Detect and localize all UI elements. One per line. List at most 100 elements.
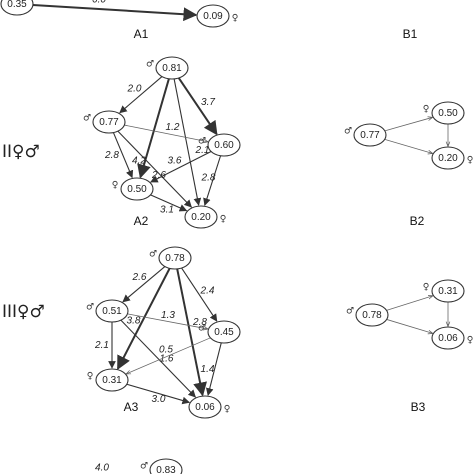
edge-A1-a-b bbox=[32, 3, 198, 22]
row-label-III: III♀♂ bbox=[2, 302, 45, 322]
node-ellipse bbox=[196, 4, 230, 28]
node-value: 0.50 bbox=[127, 184, 147, 195]
node-B3-q3: 0.06♀ bbox=[431, 326, 473, 350]
node-ellipse bbox=[431, 279, 465, 303]
edge-label-A3-p3-p5: 1.4 bbox=[201, 364, 215, 375]
panel-label-A2: A2 bbox=[134, 214, 149, 228]
panel-label-A3: A3 bbox=[124, 400, 139, 414]
node-B3-q2: 0.31♀ bbox=[423, 279, 465, 303]
node-value: 0.77 bbox=[360, 130, 380, 141]
edge-label-A2-n3-n4: 3.6 bbox=[168, 156, 182, 167]
node-value: 0.50 bbox=[438, 108, 458, 119]
node-value: 0.20 bbox=[438, 153, 458, 164]
panel-label-B2: B2 bbox=[410, 214, 425, 228]
node-ellipse bbox=[353, 123, 387, 147]
male-symbol-icon: ♂ bbox=[346, 307, 354, 317]
edge-label-A2-n4-n5: 3.1 bbox=[160, 205, 174, 216]
node-value: 0.06 bbox=[438, 333, 458, 344]
node-A4-r1: 0.83 ♂ bbox=[140, 458, 183, 474]
edge-label-A3-p2-p4: 2.1 bbox=[94, 340, 109, 351]
edge-label-A2-n1-n3: 3.7 bbox=[201, 97, 215, 108]
male-symbol-icon: ♂ bbox=[140, 462, 148, 472]
edge-B2-m1-m3 bbox=[384, 138, 433, 153]
edge-A2-n2-n4 bbox=[112, 132, 134, 179]
node-ellipse bbox=[158, 246, 192, 270]
node-A3-p2: 0.51 ♂ bbox=[86, 299, 129, 323]
edge-A2-n1-n5 bbox=[173, 78, 202, 206]
node-A3-p4: 0.31 ♀ bbox=[87, 368, 129, 392]
node-value: 0.45 bbox=[214, 327, 234, 338]
node-A2-n5: 0.20 ♀ bbox=[184, 205, 227, 229]
edge-label-A3-p3-p4: 0.5 bbox=[159, 345, 173, 356]
node-B2-m1: 0.77 ♂ bbox=[344, 123, 387, 147]
node-ellipse bbox=[431, 101, 465, 125]
node-ellipse bbox=[431, 146, 465, 170]
node-ellipse bbox=[149, 458, 183, 474]
edge-A2-n2-n5 bbox=[117, 130, 192, 208]
node-ellipse bbox=[207, 133, 241, 157]
edge-label-A3-p1-p3: 2.4 bbox=[200, 286, 215, 297]
node-value: 0.78 bbox=[165, 253, 185, 264]
node-value: 0.35 bbox=[7, 0, 27, 10]
node-value: 0.78 bbox=[362, 310, 382, 321]
male-symbol-icon: ♂ bbox=[83, 114, 91, 124]
node-A1-b: 0.09 ♀ bbox=[196, 4, 239, 28]
female-symbol-icon: ♀ bbox=[220, 215, 227, 225]
edge-label-A2-n3-n5: 2.8 bbox=[201, 173, 216, 184]
edge-label-A3-p2-p5: 1.6 bbox=[160, 354, 174, 365]
edge-label-A2-n2-n4: 2.8 bbox=[104, 150, 119, 161]
edge-A3-p1-p3 bbox=[181, 267, 218, 322]
edge-A3-p4-p5 bbox=[126, 383, 191, 405]
edge-B2-m1-m2 bbox=[384, 117, 432, 132]
male-symbol-icon: ♂ bbox=[198, 324, 206, 334]
edge-A2-n1-n2 bbox=[119, 76, 163, 114]
node-value: 0.83 bbox=[156, 465, 176, 474]
node-ellipse bbox=[0, 0, 34, 16]
edge-A3-p1-p4 bbox=[116, 267, 171, 370]
edge-B3-q1-q2 bbox=[386, 296, 433, 311]
edge-A2-n3-n4 bbox=[150, 151, 212, 183]
female-symbol-icon: ♀ bbox=[423, 283, 430, 293]
node-ellipse bbox=[92, 110, 126, 134]
node-A2-n4: 0.50♀ bbox=[112, 177, 154, 201]
node-A3-p1: 0.78♂ bbox=[149, 246, 192, 270]
edge-label-A3-p1-p5: 2.8 bbox=[192, 317, 207, 328]
female-symbol-icon: ♀ bbox=[87, 372, 94, 382]
node-ellipse bbox=[95, 299, 129, 323]
male-symbol-icon: ♂ bbox=[146, 60, 154, 70]
node-value: 0.06 bbox=[195, 402, 215, 413]
edge-B3-q1-q3 bbox=[386, 319, 433, 333]
panel-label-B3: B3 bbox=[411, 400, 426, 414]
edge-A3-p2-p3 bbox=[127, 313, 207, 329]
edge-A2-n1-n3 bbox=[177, 77, 218, 136]
edge-A3-p3-p5 bbox=[205, 342, 222, 396]
node-ellipse bbox=[184, 205, 218, 229]
node-ellipse bbox=[355, 303, 389, 327]
panel-label-A1: A1 bbox=[134, 27, 149, 41]
node-B3-q1: 0.78 ♂ bbox=[346, 303, 389, 327]
node-value: 0.09 bbox=[203, 11, 223, 22]
edge-label-A3-p4-p5: 3.0 bbox=[152, 394, 166, 405]
edge-A2-n4-n5 bbox=[150, 194, 188, 212]
node-ellipse bbox=[431, 326, 465, 350]
node-value: 0.31 bbox=[102, 375, 122, 386]
row-label-II: II♀♂ bbox=[2, 142, 40, 162]
edge-label-A2-n2-n5: 2.6 bbox=[151, 170, 166, 181]
node-value: 0.20 bbox=[191, 212, 211, 223]
male-symbol-icon: ♂ bbox=[198, 137, 206, 147]
edge-label-A1-a-b: 6.0 bbox=[92, 0, 106, 6]
female-symbol-icon: ♀ bbox=[232, 14, 239, 24]
node-ellipse bbox=[155, 56, 189, 80]
edge-A3-p2-p5 bbox=[120, 319, 196, 398]
male-symbol-icon: ♂ bbox=[344, 127, 352, 137]
edges-layer: 6.02.03.72.11.22.82.63.62.83.14.22.62.43… bbox=[32, 0, 448, 474]
edge-label-A2-n1-n2: 2.0 bbox=[127, 84, 142, 95]
node-B2-m2: 0.50 ♀ bbox=[423, 101, 465, 125]
edge-A2-n1-n4 bbox=[137, 78, 170, 179]
node-ellipse bbox=[95, 368, 129, 392]
node-value: 0.51 bbox=[102, 306, 122, 317]
male-symbol-icon: ♂ bbox=[86, 303, 94, 313]
node-B2-m3: 0.20 ♀ bbox=[431, 146, 474, 170]
female-symbol-icon: ♀ bbox=[467, 156, 474, 166]
female-symbol-icon: ♀ bbox=[423, 105, 430, 115]
